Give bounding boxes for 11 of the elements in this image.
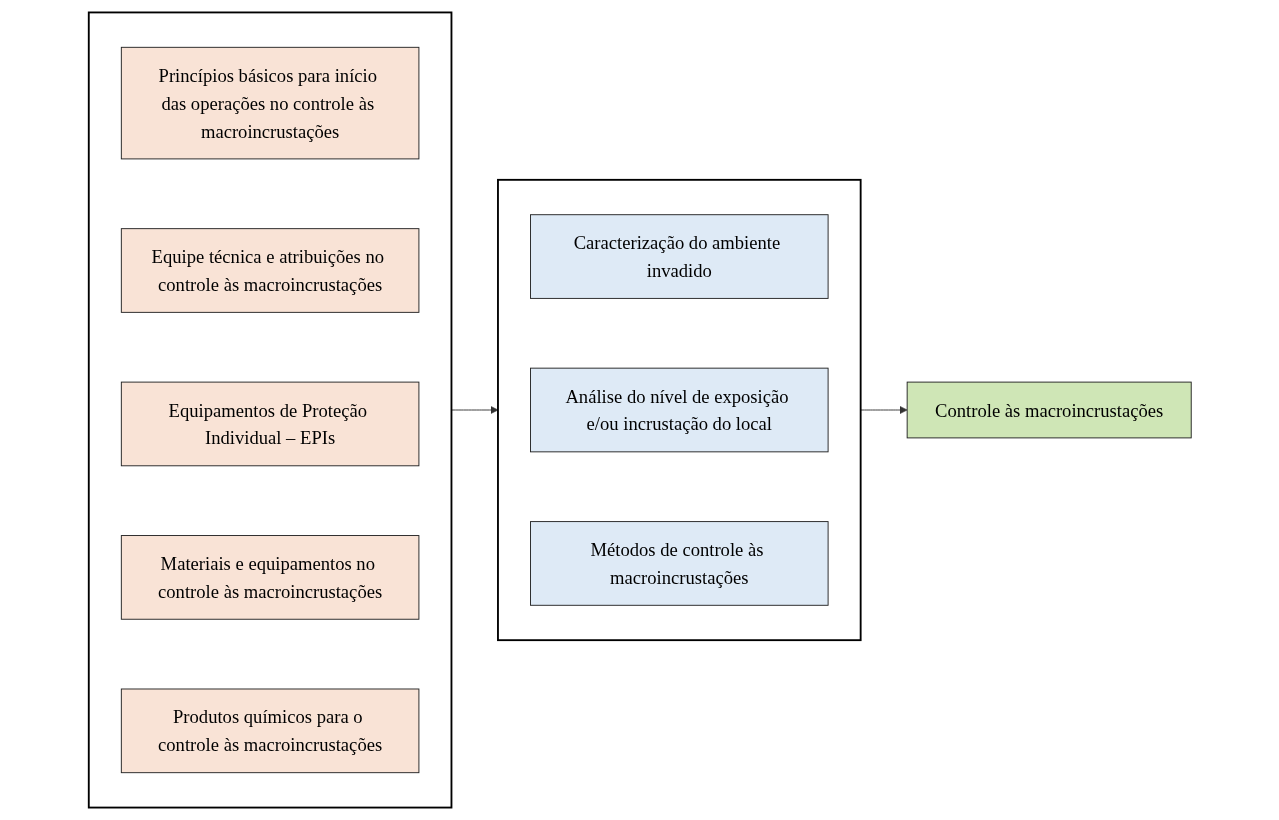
node-box: Equipe técnica e atribuições no controle às macroincrustações [120, 228, 419, 313]
node-box: Princípios básicos para início das operações no controle às macroincrustações [120, 46, 419, 160]
cluster [87, 11, 452, 809]
node-box: Análise do nível de exposição e/ou incrustação do local [529, 367, 829, 453]
node-box: Materiais e equipamentos no controle às macroincrustações [120, 535, 419, 620]
node-box: Equipamentos de Proteção Individual – EPIs [120, 381, 419, 467]
node-box: Caracterização do ambiente invadido [529, 214, 829, 299]
node-box: Controle às macroincrustações [906, 381, 1192, 439]
node-box: Produtos químicos para o controle às macroincrustações [120, 688, 419, 774]
cluster [496, 178, 862, 642]
node-box: Métodos de controle às macroincrustações [529, 521, 829, 606]
